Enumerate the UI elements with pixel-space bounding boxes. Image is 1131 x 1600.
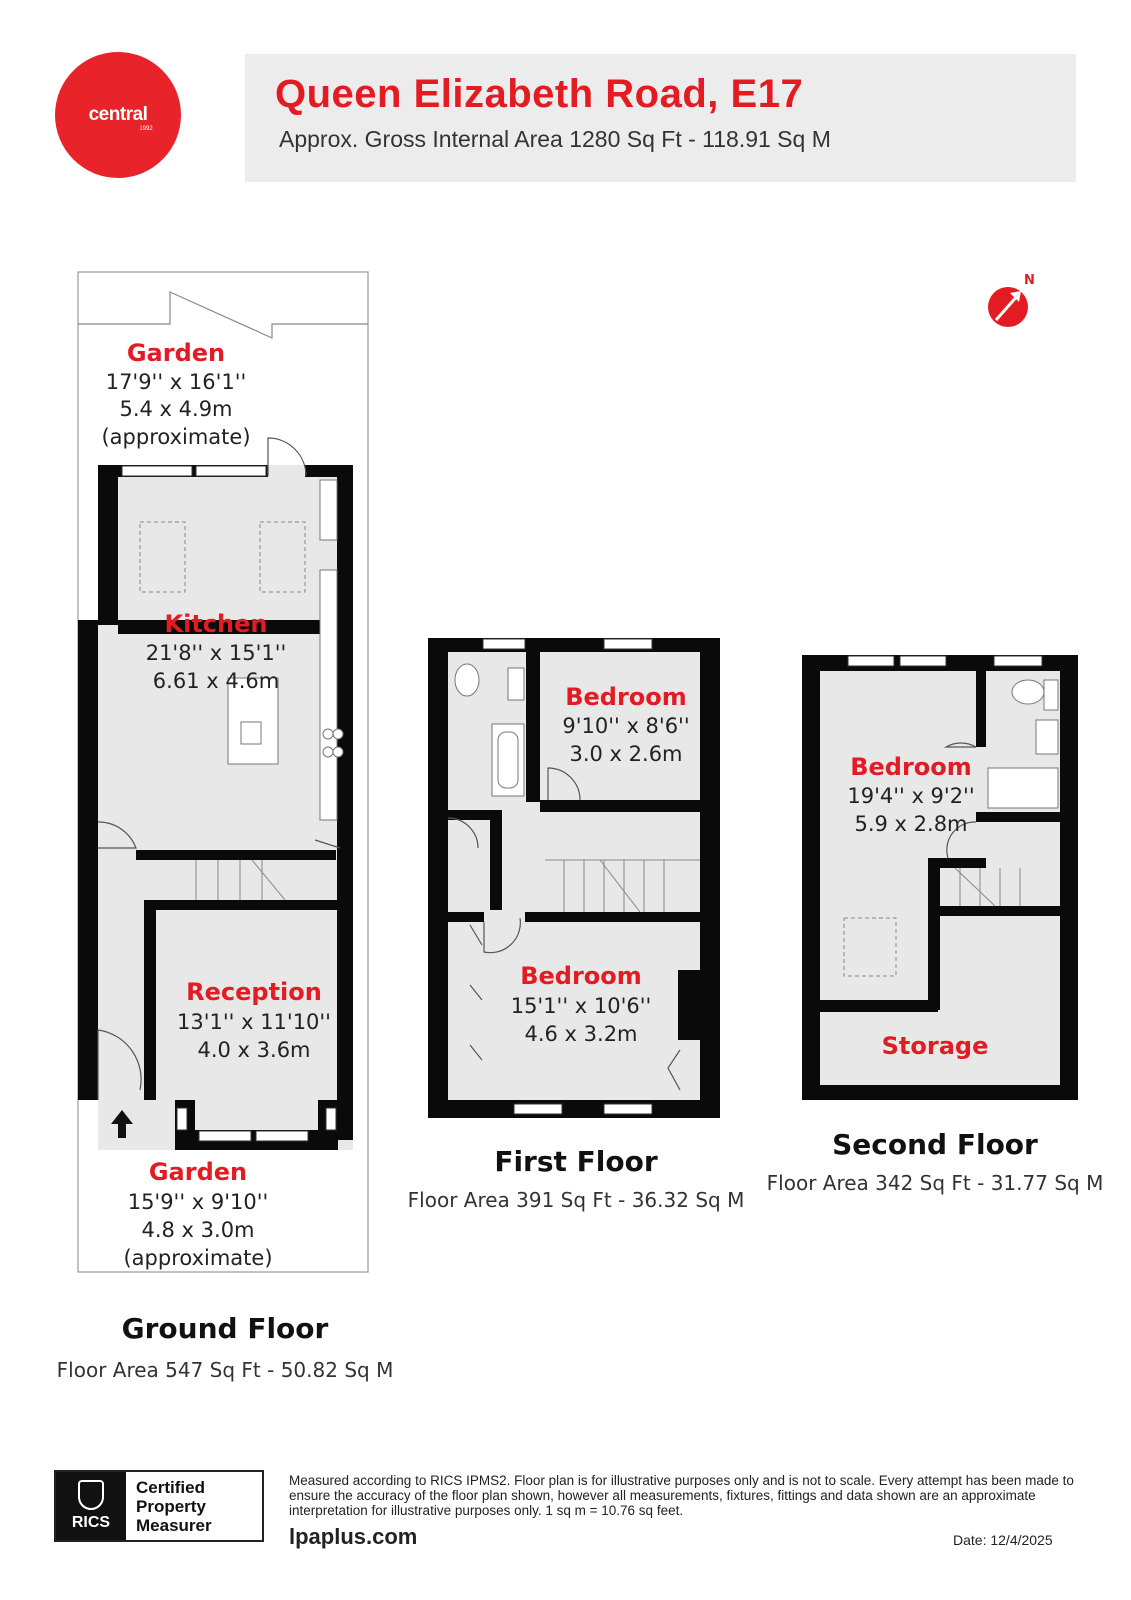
plan-date: Date: 12/4/2025	[953, 1532, 1053, 1548]
brand-logo-year: 1992	[139, 126, 153, 132]
reception-name: Reception	[186, 978, 322, 1006]
north-compass-icon: N	[988, 273, 1035, 327]
bathroom-fittings	[454, 663, 525, 797]
second-floor-bedroom-imperial: 19'4'' x 9'2''	[847, 784, 974, 808]
rics-certification-badge: RICS Certified Property Measurer	[54, 1470, 264, 1542]
reception-imperial: 13'1'' x 11'10''	[177, 1010, 331, 1034]
property-title: Queen Elizabeth Road, E17	[275, 72, 804, 116]
website-link[interactable]: lpaplus.com	[289, 1524, 418, 1549]
ground-floor-doors	[97, 437, 341, 1100]
brand-logo-text: central	[88, 104, 148, 125]
rear-garden-metric: 5.4 x 4.9m	[119, 397, 232, 421]
kitchen-imperial: 21'8'' x 15'1''	[146, 641, 287, 665]
first-floor-windows	[482, 638, 653, 1115]
front-garden-name: Garden	[149, 1158, 247, 1186]
second-floor-plan: Bedroom 19'4'' x 9'2'' 5.9 x 2.8m Storag…	[767, 655, 1104, 1195]
ground-floor-windows	[121, 465, 337, 1142]
first-floor-area: Floor Area 391 Sq Ft - 36.32 Sq M	[408, 1188, 745, 1212]
gross-area-summary: Approx. Gross Internal Area 1280 Sq Ft -…	[279, 126, 831, 152]
front-garden-metric: 4.8 x 3.0m	[141, 1218, 254, 1242]
second-floor-bathroom-fittings	[987, 679, 1059, 809]
first-floor-rear-bedroom-name: Bedroom	[565, 683, 687, 711]
second-floor-walls	[802, 655, 1078, 1100]
rear-garden-note: (approximate)	[101, 425, 250, 449]
second-floor-title: Second Floor	[832, 1128, 1038, 1161]
certified-property-measurer: Certified Property Measurer	[136, 1478, 212, 1535]
ground-floor-plan: Garden 17'9'' x 16'1'' 5.4 x 4.9m (appro…	[57, 271, 394, 1382]
front-garden-imperial: 15'9'' x 9'10''	[128, 1190, 269, 1214]
second-floor-skylight	[843, 917, 897, 977]
kitchen-fittings	[227, 479, 344, 821]
ground-floor-title: Ground Floor	[122, 1312, 329, 1345]
cert-line-1: Certified	[136, 1478, 205, 1497]
skylights	[139, 521, 306, 593]
rics-crest-icon	[78, 1480, 104, 1510]
header-banner: Queen Elizabeth Road, E17 Approx. Gross …	[245, 54, 1076, 182]
first-floor-front-bedroom-name: Bedroom	[520, 962, 642, 990]
second-floor-windows	[847, 655, 1043, 667]
first-floor-stairs	[545, 859, 700, 913]
rics-label: RICS	[71, 1514, 111, 1531]
first-floor-rear-bedroom-metric: 3.0 x 2.6m	[569, 742, 682, 766]
second-floor-bedroom-metric: 5.9 x 2.8m	[854, 812, 967, 836]
kitchen-name: Kitchen	[165, 610, 268, 638]
first-floor-plan: Bedroom 9'10'' x 8'6'' 3.0 x 2.6m Bedroo…	[408, 638, 745, 1212]
first-floor-rear-bedroom-imperial: 9'10'' x 8'6''	[562, 714, 689, 738]
first-floor-front-bedroom-metric: 4.6 x 3.2m	[524, 1022, 637, 1046]
rear-garden-imperial: 17'9'' x 16'1''	[106, 370, 247, 394]
reception-metric: 4.0 x 3.6m	[197, 1038, 310, 1062]
second-floor-stairs	[954, 867, 1021, 907]
front-entrance-arrow-icon	[111, 1110, 133, 1138]
first-floor-title: First Floor	[494, 1145, 658, 1178]
brand-logo: central 1992	[55, 52, 181, 178]
cert-line-3: Measurer	[136, 1516, 212, 1535]
second-floor-area: Floor Area 342 Sq Ft - 31.77 Sq M	[767, 1171, 1104, 1195]
kitchen-metric: 6.61 x 4.6m	[153, 669, 279, 693]
first-floor-doors	[447, 767, 681, 1091]
ground-floor-area: Floor Area 547 Sq Ft - 50.82 Sq M	[57, 1358, 394, 1382]
ground-floor-stairs	[195, 859, 286, 901]
first-floor-front-bedroom-imperial: 15'1'' x 10'6''	[511, 994, 652, 1018]
rear-garden-name: Garden	[127, 339, 225, 367]
storage-name: Storage	[882, 1032, 989, 1060]
first-floor-fill	[428, 638, 713, 1108]
cert-line-2: Property	[136, 1497, 206, 1516]
rics-logo: RICS	[56, 1472, 126, 1540]
second-floor-bedroom-name: Bedroom	[850, 753, 972, 781]
disclaimer-text: Measured according to RICS IPMS2. Floor …	[289, 1473, 1074, 1518]
front-garden-note: (approximate)	[123, 1246, 272, 1270]
compass-north-label: N	[1024, 273, 1035, 288]
floor-plan-diagram: Garden 17'9'' x 16'1'' 5.4 x 4.9m (appro…	[57, 271, 1104, 1382]
second-floor-doors	[943, 742, 977, 859]
boundary-fence	[78, 291, 368, 339]
